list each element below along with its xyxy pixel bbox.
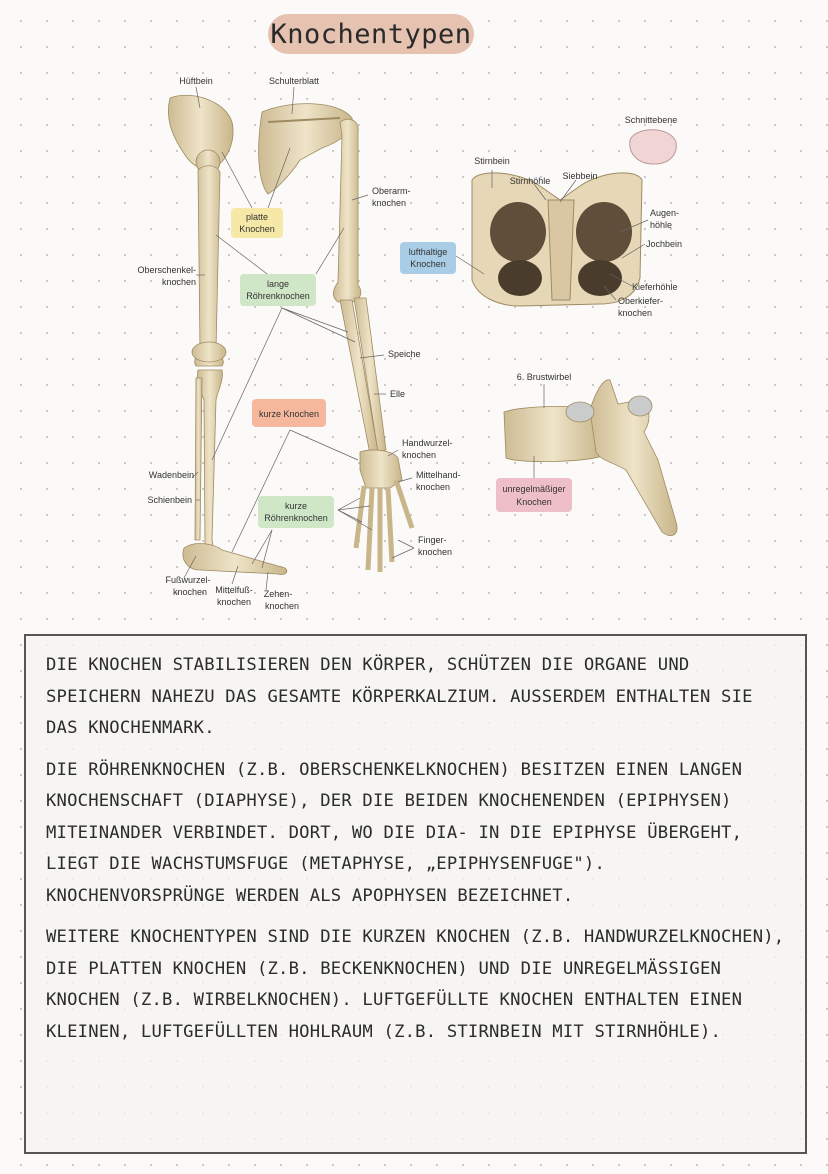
category-lange-roehrenknochen: lange Röhrenknochen — [240, 274, 316, 306]
category-lufthaltige-knochen: lufthaltige Knochen — [400, 242, 456, 274]
label-zehen: Zehen- — [264, 589, 293, 599]
label-kieferhoehle: Kieferhöhle — [632, 282, 678, 292]
label-handwurzel: Handwurzel- — [402, 438, 453, 448]
svg-text:Röhrenknochen: Röhrenknochen — [246, 291, 310, 301]
text-panel: Die Knochen stabilisieren den Körper, sc… — [24, 634, 807, 1154]
label-fusswurzel: Fußwurzel- — [165, 575, 210, 585]
label-speiche: Speiche — [388, 349, 421, 359]
svg-text:kurze: kurze — [285, 501, 307, 511]
figure-labels: Hüftbein Schulterblatt Oberarm- knochen … — [137, 76, 682, 611]
label-jochbein: Jochbein — [646, 239, 682, 249]
leg-skeleton-illustration — [168, 94, 288, 575]
svg-text:unregelmäßiger: unregelmäßiger — [502, 484, 565, 494]
paragraph-1: Die Knochen stabilisieren den Körper, sc… — [46, 655, 753, 738]
svg-text:knochen: knochen — [162, 277, 196, 287]
label-wadenbein: Wadenbein — [149, 470, 194, 480]
svg-text:lange: lange — [267, 279, 289, 289]
svg-text:knochen: knochen — [618, 308, 652, 318]
label-schienbein: Schienbein — [147, 495, 192, 505]
label-mittelhand: Mittelhand- — [416, 470, 461, 480]
svg-text:knochen: knochen — [416, 482, 450, 492]
svg-text:knochen: knochen — [173, 587, 207, 597]
label-siebbein: Siebbein — [562, 171, 597, 181]
svg-text:knochen: knochen — [265, 601, 299, 611]
svg-text:knochen: knochen — [217, 597, 251, 607]
paragraph-3: Weitere Knochentypen sind die kurzen Kno… — [46, 927, 785, 1042]
svg-text:kurze Knochen: kurze Knochen — [259, 409, 319, 419]
svg-text:knochen: knochen — [402, 450, 436, 460]
label-schulterblatt: Schulterblatt — [269, 76, 320, 86]
category-unregelmaessiger-knochen: unregelmäßiger Knochen — [496, 478, 572, 512]
label-mittelfuss: Mittelfuß- — [215, 585, 253, 595]
label-stirnbein: Stirnbein — [474, 156, 510, 166]
svg-text:Knochen: Knochen — [239, 224, 275, 234]
label-hueftbein: Hüftbein — [179, 76, 213, 86]
label-stirnhoehle: Stirnhöhle — [510, 176, 551, 186]
category-kurze-knochen: kurze Knochen — [252, 399, 326, 427]
label-brustwirbel: 6. Brustwirbel — [517, 372, 572, 382]
category-platte: platte Knochen — [231, 208, 283, 238]
svg-text:Röhrenknochen: Röhrenknochen — [264, 513, 328, 523]
label-oberkiefer: Oberkiefer- — [618, 296, 663, 306]
svg-text:platte: platte — [246, 212, 268, 222]
arm-skeleton-illustration — [258, 103, 415, 572]
paragraph-2: Die Röhrenknochen (z.B. Oberschenkelknoc… — [46, 759, 743, 906]
vertebra-illustration — [503, 379, 678, 536]
svg-text:knochen: knochen — [372, 198, 406, 208]
leader-lines — [183, 86, 649, 591]
category-kurze-roehrenknochen: kurze Röhrenknochen — [258, 496, 334, 528]
svg-text:Knochen: Knochen — [410, 259, 446, 269]
label-oberschenkel: Oberschenkel- — [137, 265, 196, 275]
label-oberarm: Oberarm- — [372, 186, 411, 196]
svg-text:höhle: höhle — [650, 220, 672, 230]
svg-text:knochen: knochen — [418, 547, 452, 557]
skull-section-illustration — [471, 129, 677, 307]
label-augenhoehle: Augen- — [650, 208, 679, 218]
svg-text:Knochen: Knochen — [516, 497, 552, 507]
page-title: Knochentypen — [268, 14, 474, 54]
bone-types-figure: platte Knochen lange Röhrenknochen kurze… — [137, 76, 682, 611]
label-finger: Finger- — [418, 535, 447, 545]
label-elle: Elle — [390, 389, 405, 399]
svg-text:lufthaltige: lufthaltige — [409, 247, 448, 257]
label-schnittebene: Schnittebene — [625, 115, 678, 125]
